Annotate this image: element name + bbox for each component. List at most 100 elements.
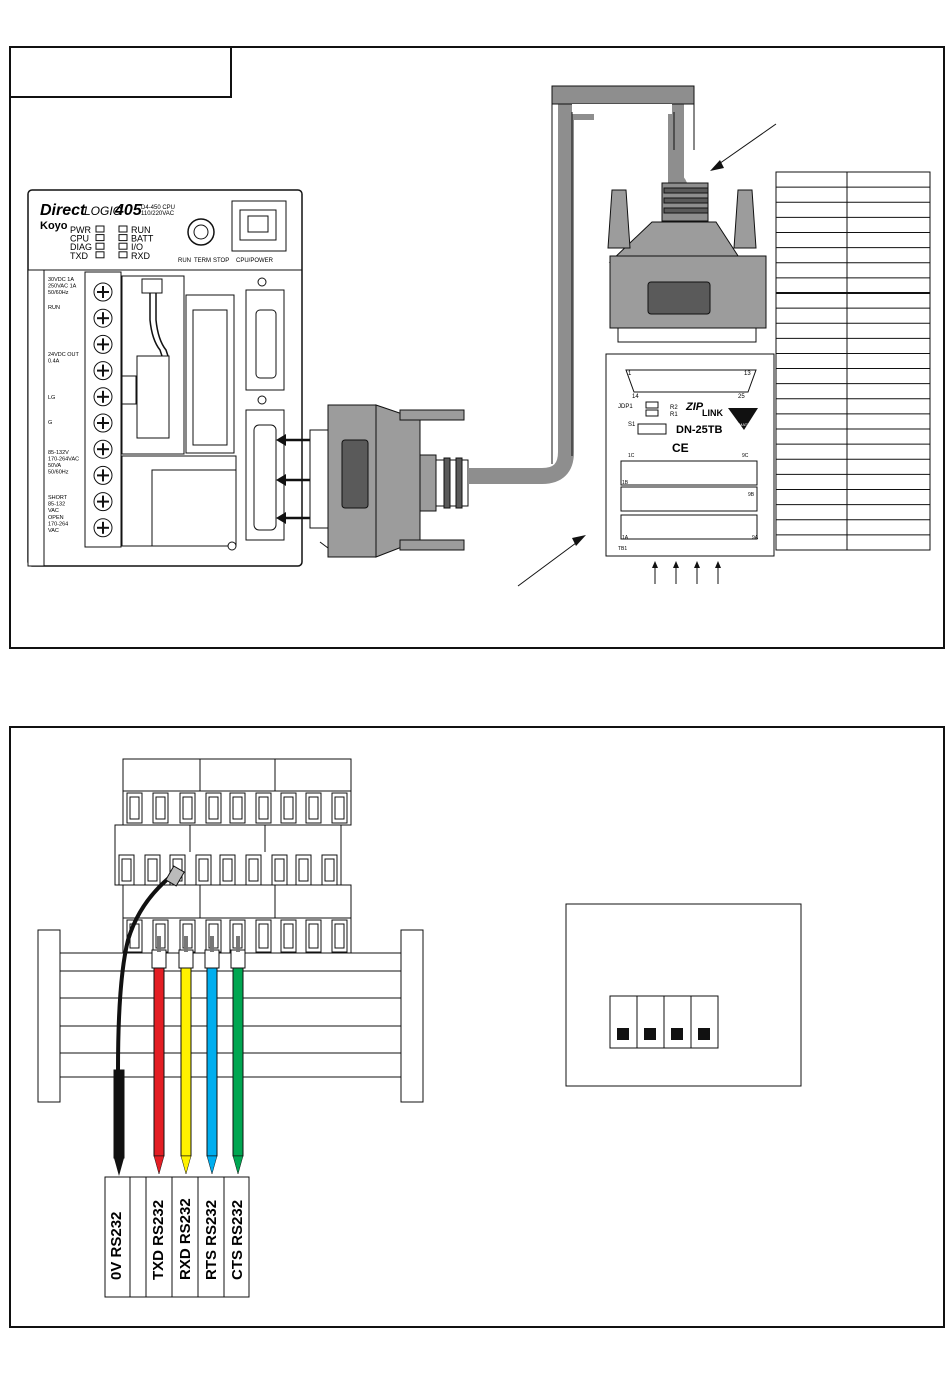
terminal-label: 170-264VAC (48, 457, 79, 463)
terminal-screws (93, 282, 113, 538)
cable-callout-line (715, 123, 777, 167)
terminal-screw (258, 923, 269, 949)
terminal-screw (274, 858, 285, 882)
led-label-rxd: RXD (131, 251, 151, 261)
module-r1: R1 (670, 412, 678, 418)
tb1-label: TB1 (618, 546, 627, 552)
terminal-screw (208, 796, 219, 820)
terminal-label: 50/60Hz (48, 290, 69, 296)
terminal-screw (308, 796, 319, 820)
screw-icon (93, 334, 113, 354)
led-label-diag: DIAG (70, 242, 92, 252)
port-arrows (276, 434, 310, 524)
plc-brand-suffix: LOGIC (84, 204, 122, 218)
row-1b: 1B (622, 480, 629, 486)
bottom-panel (9, 726, 945, 1328)
terminal-label: LG (48, 395, 55, 401)
screw-icon (93, 465, 113, 485)
wire-label-txd: TXD RS232 (150, 1200, 167, 1280)
module-jumper: JDP1 (618, 404, 633, 410)
dip-switch-icon (698, 1028, 710, 1040)
terminal-label: SHORT (48, 495, 68, 501)
switch-position-run: RUN (178, 258, 191, 264)
led-indicator (95, 234, 105, 242)
terminal-label: VAC (48, 508, 59, 514)
wire-label-cts: CTS RS232 (229, 1200, 246, 1280)
wire-label-rts: RTS RS232 (203, 1200, 220, 1280)
dn25tb-module (605, 353, 775, 557)
module-pin-14: 14 (632, 394, 639, 400)
wire-ferrule (204, 949, 220, 969)
module-brand2: LINK (702, 408, 723, 418)
terminal-label: 170-264 (48, 522, 68, 528)
screw-icon (93, 361, 113, 381)
plc-cpu-line1: D4-450 CPU (141, 205, 175, 211)
terminal-screw (308, 923, 319, 949)
dip-switch-icon (617, 1028, 629, 1040)
led-indicator (118, 251, 128, 259)
terminal-label: 50/60Hz (48, 470, 69, 476)
row-9c: 9C (742, 453, 749, 459)
terminal-screw (222, 858, 233, 882)
terminal-label: 250VAC 1A (48, 284, 77, 290)
module-s1: S1 (628, 422, 636, 428)
terminal-screw (283, 796, 294, 820)
terminal-arrows (652, 561, 721, 584)
module-brand: ZIP (685, 401, 704, 413)
wire-ferrule (230, 949, 246, 969)
plc-maker: Koyo (40, 220, 68, 232)
terminal-block (37, 758, 424, 1103)
led-label-txd: TXD (70, 251, 89, 261)
terminal-screw (324, 858, 335, 882)
dip-switch-icon (671, 1028, 683, 1040)
led-indicator (118, 234, 128, 242)
db25-connector-left (309, 404, 469, 558)
terminal-label: 50VA (48, 463, 61, 469)
led-indicator (95, 225, 105, 233)
terminal-label: 85-132 (48, 502, 65, 508)
ce-mark: CE (672, 441, 689, 455)
terminal-screw (283, 923, 294, 949)
signal-wires (113, 865, 246, 1176)
port-label: CPU/POWER (236, 258, 274, 264)
wire-ferrule (178, 949, 194, 969)
row-9b: 9B (748, 492, 755, 498)
wire-ferrule (151, 949, 167, 969)
module-r2: R2 (670, 405, 678, 411)
pin-table (775, 171, 931, 551)
wire-rxd (180, 967, 192, 1157)
led-label-pwr: PWR (70, 225, 91, 235)
row-1a: 1A (622, 535, 629, 541)
screw-icon (93, 439, 113, 459)
terminal-label: 85-132V (48, 450, 69, 456)
wire-rts (206, 967, 218, 1157)
db25-connector-top (607, 182, 767, 343)
terminal-screw (182, 796, 193, 820)
terminal-label: RUN (48, 305, 60, 311)
plc-model: 405 (114, 202, 143, 219)
led-label-io: I/O (131, 242, 143, 252)
terminal-screw (258, 796, 269, 820)
screw-icon (93, 413, 113, 433)
module-model: DN-25TB (676, 424, 723, 436)
led-indicator (118, 225, 128, 233)
module-pin-13: 13 (744, 371, 751, 377)
dip-switch-icon (644, 1028, 656, 1040)
terminal-screw (232, 796, 243, 820)
screw-icon (93, 492, 113, 512)
wire-label-0v: 0V RS232 (108, 1212, 125, 1280)
dip-switch-panel (565, 903, 802, 1087)
terminal-label: OPEN (48, 515, 64, 521)
terminal-screw (298, 858, 309, 882)
panel-title-box (9, 46, 232, 98)
terminal-label: VAC (48, 528, 59, 534)
led-label-batt: BATT (131, 234, 154, 244)
screw-icon (93, 308, 113, 328)
screw-icon (93, 282, 113, 302)
led-label-cpu: CPU (70, 234, 89, 244)
plc-cpu (27, 189, 303, 567)
switch-position-term: TERM (194, 258, 211, 264)
